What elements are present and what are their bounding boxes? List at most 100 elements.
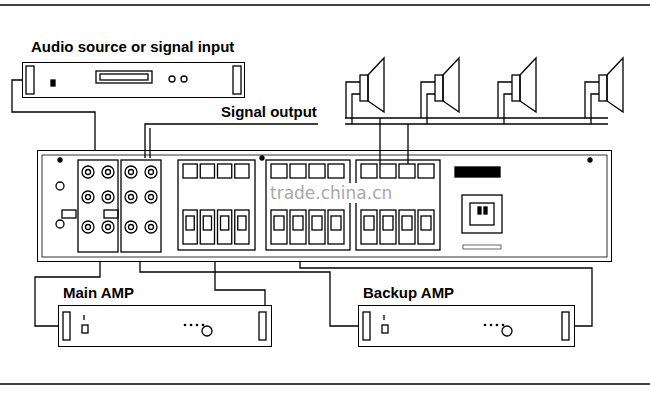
terminal-screw — [383, 216, 393, 230]
leader-line — [149, 128, 150, 158]
signal-wire — [300, 262, 592, 326]
terminal-screw — [293, 216, 303, 230]
rca-jack-pin — [86, 225, 91, 230]
switcher-panel: Signal output — [37, 150, 612, 262]
terminal — [361, 210, 377, 244]
frame-line — [0, 383, 650, 384]
terminal — [271, 210, 287, 244]
rca-jack — [125, 166, 137, 178]
rca-jack-pin — [129, 195, 134, 200]
terminal-screw — [364, 216, 374, 230]
speaker-wire — [498, 82, 512, 118]
led — [190, 324, 193, 327]
rca-jack — [82, 166, 94, 178]
speaker-wire — [504, 94, 512, 124]
speaker-wire — [585, 82, 599, 118]
rca-jack-pin — [106, 225, 111, 230]
device-heading: Signal output — [221, 104, 317, 121]
speaker-wire — [345, 117, 608, 118]
terminal — [200, 210, 214, 244]
terminal — [183, 164, 197, 178]
rca-jack — [145, 191, 157, 203]
terminal-screw — [221, 216, 229, 230]
led — [196, 324, 199, 327]
watermark: trade.china.cn — [268, 183, 394, 203]
rca-jack-group — [82, 166, 157, 233]
rca-jack-pin — [149, 195, 154, 200]
terminal — [328, 164, 344, 178]
terminal-screw — [312, 216, 322, 230]
device-heading: Backup AMP — [363, 285, 454, 302]
speaker-wire — [379, 118, 380, 164]
rca-jack-pin — [86, 195, 91, 200]
led — [502, 324, 505, 327]
speaker-wire — [352, 94, 360, 124]
terminal — [418, 210, 434, 244]
speaker-wire — [346, 82, 360, 118]
rca-jack-pin — [149, 225, 154, 230]
speaker-wire — [421, 82, 435, 118]
speaker-cone — [520, 58, 536, 112]
speaker-magnet — [360, 75, 368, 101]
terminal — [380, 210, 396, 244]
source-device — [26, 66, 241, 94]
frame-line — [0, 4, 650, 5]
device-heading: Main AMP — [63, 285, 134, 302]
terminal — [418, 164, 434, 178]
terminal-screw — [402, 216, 412, 230]
rca-jack-pin — [149, 170, 154, 175]
amp-box: Backup AMP — [358, 305, 575, 347]
speaker-wire — [345, 123, 608, 124]
rca-jack-pin — [129, 170, 134, 175]
rca-jack — [102, 221, 114, 233]
led — [490, 324, 493, 327]
rca-jack — [82, 191, 94, 203]
terminal-block — [178, 160, 255, 250]
speaker-group — [346, 58, 623, 124]
terminal-block-group — [178, 160, 440, 250]
rca-jack — [145, 221, 157, 233]
terminal — [399, 210, 415, 244]
terminal-screw — [421, 216, 431, 230]
speaker-wire — [427, 94, 435, 124]
speaker-cone — [443, 58, 459, 112]
terminal-block — [356, 160, 440, 250]
amp-details — [63, 312, 569, 340]
rca-jack — [102, 166, 114, 178]
terminal — [361, 164, 377, 178]
terminal — [290, 164, 306, 178]
terminal-screw — [274, 216, 284, 230]
led — [484, 324, 487, 327]
speaker-wire — [591, 94, 599, 124]
terminal — [218, 210, 232, 244]
rca-jack-pin — [106, 195, 111, 200]
rca-jack — [145, 166, 157, 178]
terminal — [399, 164, 415, 178]
terminal-block — [266, 160, 350, 250]
rca-jack — [125, 191, 137, 203]
amp-box: Main AMP — [58, 305, 272, 347]
signal-wire — [12, 80, 95, 150]
terminal — [290, 210, 306, 244]
terminal-screw — [238, 216, 246, 230]
rca-jack — [125, 221, 137, 233]
source-device: Audio source or signal input — [22, 62, 245, 98]
led — [496, 324, 499, 327]
terminal — [380, 164, 396, 178]
rca-jack — [102, 191, 114, 203]
signal-wire — [215, 262, 265, 305]
terminal — [328, 210, 344, 244]
terminal — [271, 164, 287, 178]
terminal-screw — [186, 216, 194, 230]
terminal — [183, 210, 197, 244]
terminal — [309, 210, 325, 244]
terminal — [200, 164, 214, 178]
speaker-magnet — [599, 75, 607, 101]
rca-jack — [82, 221, 94, 233]
signal-wire — [140, 262, 358, 326]
speaker-magnet — [512, 75, 520, 101]
terminal — [235, 210, 249, 244]
rca-jack-pin — [86, 170, 91, 175]
rca-jack-pin — [129, 225, 134, 230]
led — [184, 324, 187, 327]
